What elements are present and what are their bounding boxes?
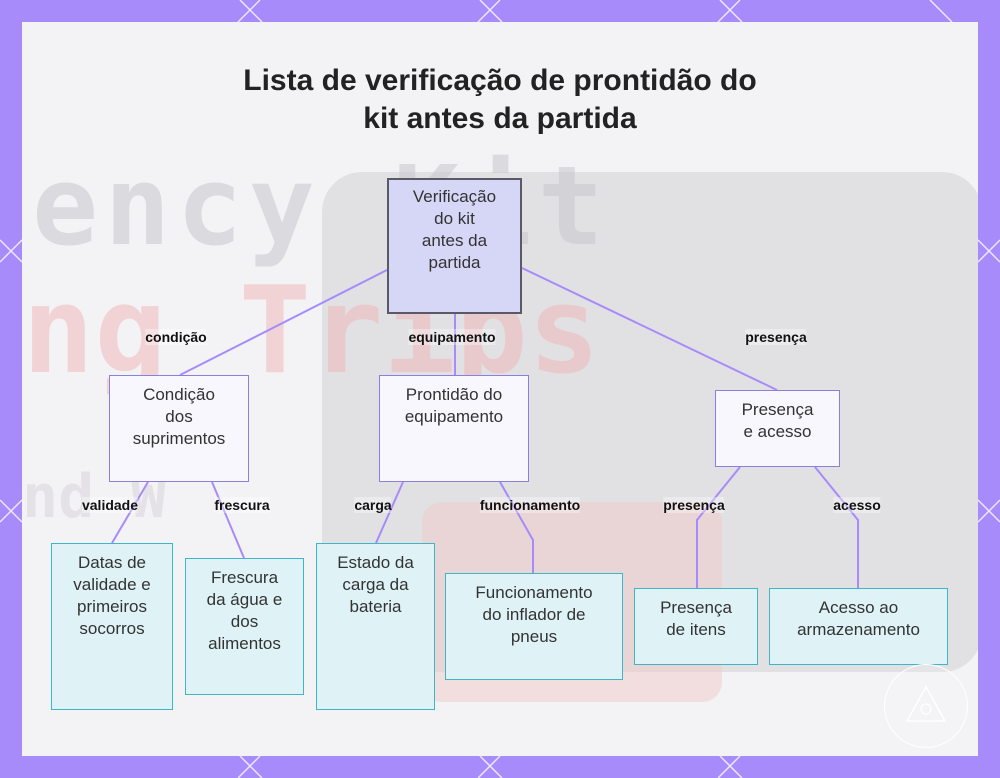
node-acesso-armazenamento: Acesso ao armazenamento [769,588,948,665]
node-text: Presença [635,597,757,619]
node-text: bateria [317,596,434,618]
edge-label-acesso: acesso [833,497,880,513]
edge-label-frescura: frescura [214,497,269,513]
node-text: pneus [446,626,622,648]
edge-label-equipamento: equipamento [408,329,495,345]
node-frescura-agua: Frescura da água e dos alimentos [185,558,304,695]
node-text: dos [110,406,248,428]
node-text: alimentos [186,633,303,655]
edge-acesso [815,467,858,588]
node-text: Funcionamento [446,582,622,604]
node-text: Condição [110,384,248,406]
edge-label-presenca-itens: presença [663,497,724,513]
node-text: de itens [635,619,757,641]
node-inflador-pneus: Funcionamento do inflador de pneus [445,573,623,680]
node-text: armazenamento [770,619,947,641]
edge-presenca [522,268,777,390]
node-text: carga da [317,574,434,596]
node-presenca-itens: Presença de itens [634,588,758,665]
node-text: e acesso [716,421,839,443]
node-text: do inflador de [446,604,622,626]
watermark-logo-icon [884,664,968,748]
node-text: do kit [389,208,520,230]
node-text: Frescura [186,567,303,589]
node-verificacao-kit: Verificação do kit antes da partida [387,178,522,314]
node-text: Datas de [52,552,172,574]
node-text: Verificação [389,186,520,208]
node-text: Estado da [317,552,434,574]
node-text: primeiros [52,596,172,618]
node-text: Acesso ao [770,597,947,619]
node-text: Prontidão do [380,384,528,406]
edge-condicao [180,270,387,375]
node-text: partida [389,252,520,274]
node-text: suprimentos [110,428,248,450]
node-text: dos [186,611,303,633]
edge-funcionamento [500,482,533,573]
edge-label-condicao: condição [145,329,206,345]
node-text: da água e [186,589,303,611]
node-datas-validade: Datas de validade e primeiros socorros [51,543,173,710]
edge-label-presenca: presença [745,329,806,345]
node-text: validade e [52,574,172,596]
edge-frescura [212,482,244,558]
node-text: socorros [52,618,172,640]
edge-label-carga: carga [354,497,391,513]
node-carga-bateria: Estado da carga da bateria [316,543,435,710]
edge-label-funcionamento: funcionamento [480,497,580,513]
node-text: equipamento [380,406,528,428]
node-condicao-suprimentos: Condição dos suprimentos [109,375,249,482]
node-text: Presença [716,399,839,421]
edge-itens [697,467,740,588]
node-prontidao-equipamento: Prontidão do equipamento [379,375,529,482]
edge-label-validade: validade [82,497,138,513]
node-presenca-acesso: Presença e acesso [715,390,840,467]
node-text: antes da [389,230,520,252]
